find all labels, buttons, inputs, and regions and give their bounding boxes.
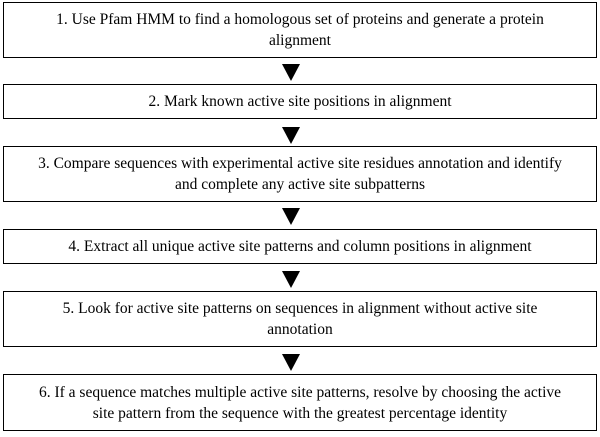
flowchart-step-6: 6. If a sequence matches multiple active… [3,374,597,431]
flowchart-step-1: 1. Use Pfam HMM to find a homologous set… [3,2,597,58]
step-2-text: 2. Mark known active site positions in a… [148,93,452,110]
step-1-text: 1. Use Pfam HMM to find a homologous set… [56,11,544,49]
flowchart-step-3: 3. Compare sequences with experimental a… [3,146,597,202]
flowchart-step-2: 2. Mark known active site positions in a… [3,84,597,119]
down-arrow-icon [282,208,300,225]
step-5-text: 5. Look for active site patterns on sequ… [62,300,538,338]
step-3-text: 3. Compare sequences with experimental a… [38,155,562,193]
flowchart-step-5: 5. Look for active site patterns on sequ… [3,291,597,347]
down-arrow-icon [282,127,300,144]
step-4-text: 4. Extract all unique active site patter… [68,238,532,255]
down-arrow-icon [282,354,300,371]
down-arrow-icon [282,64,300,81]
step-6-text: 6. If a sequence matches multiple active… [38,383,562,422]
flowchart-step-4: 4. Extract all unique active site patter… [3,229,597,264]
down-arrow-icon [282,271,300,288]
